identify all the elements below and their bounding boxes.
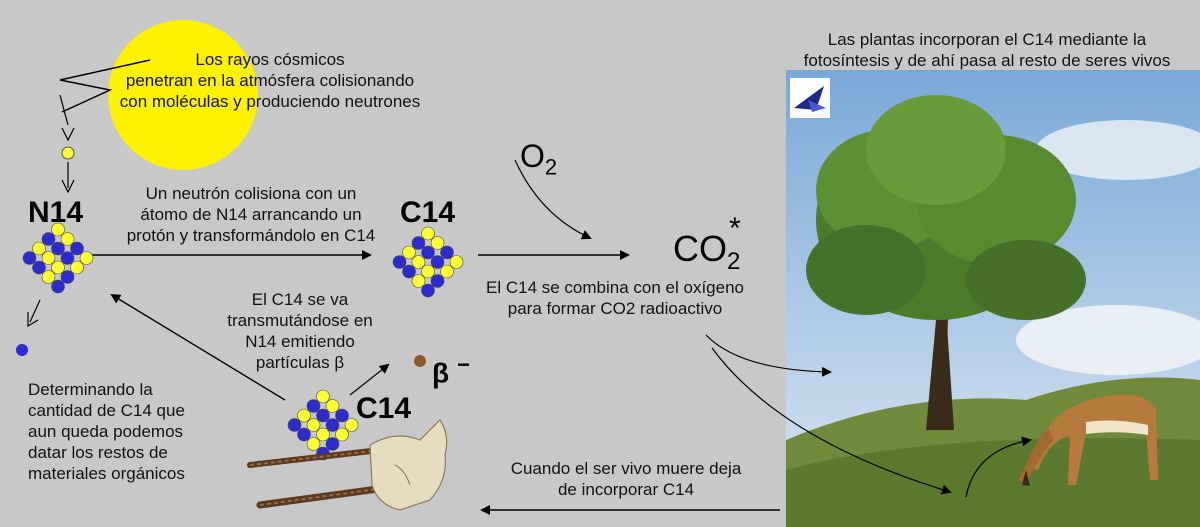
proton <box>316 427 330 442</box>
emitted-particle <box>16 344 28 356</box>
arrow-tree-to-animal <box>965 436 1032 498</box>
c14-nucleus-bottom <box>287 389 359 461</box>
neutron <box>392 255 407 269</box>
o2-formula: O2 <box>520 138 557 180</box>
proton <box>402 245 416 260</box>
neutron <box>430 255 445 269</box>
n14-nucleus <box>22 222 94 294</box>
proton <box>51 260 65 275</box>
co2-sub: 2 <box>727 248 741 276</box>
proton <box>421 226 435 241</box>
proton <box>335 427 349 442</box>
o2-sub: 2 <box>544 154 558 180</box>
arrow-co2-to-tree <box>705 334 832 377</box>
n14-label: N14 <box>28 196 84 229</box>
neutron-particle <box>61 146 75 160</box>
beta-label: β− <box>432 352 470 389</box>
c14-label-top: C14 <box>400 196 456 229</box>
neutron <box>60 270 75 284</box>
proton <box>41 251 56 265</box>
proton <box>411 274 426 288</box>
neutron <box>335 408 349 423</box>
c14-label-bottom: C14 <box>356 392 412 425</box>
neutron-collision-text: Un neutrón colisiona con un átomo de N14… <box>126 184 376 245</box>
neutron <box>297 427 311 442</box>
beta-particle <box>414 355 426 367</box>
co2-formula: CO2 * <box>673 212 741 276</box>
proton <box>41 270 56 284</box>
neutron <box>411 236 426 250</box>
dies-text: Cuando el ser vivo muere deja de incorpo… <box>510 459 742 499</box>
neutron <box>325 418 340 432</box>
neutron <box>430 274 445 288</box>
co2-main: CO <box>673 228 727 269</box>
co2-star: * <box>729 212 741 245</box>
beta-sup: − <box>457 352 470 377</box>
neutron <box>421 245 435 260</box>
neutron <box>51 279 65 294</box>
proton <box>344 418 359 432</box>
c14-nucleus-top <box>392 226 464 298</box>
combine-text: El C14 se combina con el oxígeno para fo… <box>486 278 744 318</box>
transmute-text: El C14 se va transmutándose en N14 emiti… <box>227 290 373 372</box>
proton <box>411 255 426 269</box>
neutron <box>60 251 75 265</box>
neutron <box>421 283 435 298</box>
proton <box>440 264 454 279</box>
sun <box>108 20 258 170</box>
beta-main: β <box>432 357 450 389</box>
proton <box>316 389 330 404</box>
proton <box>325 399 340 413</box>
arrow-c14-to-n14 <box>110 293 286 401</box>
neutron <box>440 245 454 260</box>
neutron <box>306 399 321 413</box>
neutron <box>316 408 330 423</box>
arrow-o2-to-co2 <box>514 159 592 240</box>
neutron <box>41 232 56 246</box>
arrow-co2-to-animal <box>711 347 952 495</box>
proton <box>421 264 435 279</box>
proton <box>79 251 94 265</box>
neutron <box>70 241 84 256</box>
proton <box>51 222 65 237</box>
bird-logo-icon <box>790 78 830 118</box>
cosmic-rays-text: Los rayos cósmicos penetran en la atmósf… <box>119 50 421 111</box>
proton <box>60 232 75 246</box>
proton <box>449 255 464 269</box>
proton <box>297 408 311 423</box>
neutron <box>402 264 416 279</box>
neutron <box>325 437 340 451</box>
neutron <box>287 418 302 432</box>
neutron <box>51 241 65 256</box>
o2-main: O <box>520 138 545 174</box>
proton <box>32 241 46 256</box>
neutron <box>22 251 37 265</box>
proton <box>70 260 84 275</box>
tree-gazelle-photo <box>786 70 1200 527</box>
plants-text: Las plantas incorporan el C14 mediante l… <box>803 30 1171 70</box>
proton <box>306 418 321 432</box>
proton <box>306 437 321 451</box>
proton <box>430 236 445 250</box>
neutron <box>32 260 46 275</box>
arrow-beta-emission <box>349 363 390 396</box>
determine-text: Determinando la cantidad de C14 que aun … <box>28 380 185 483</box>
cosmic-ray-zigzag <box>27 59 151 328</box>
